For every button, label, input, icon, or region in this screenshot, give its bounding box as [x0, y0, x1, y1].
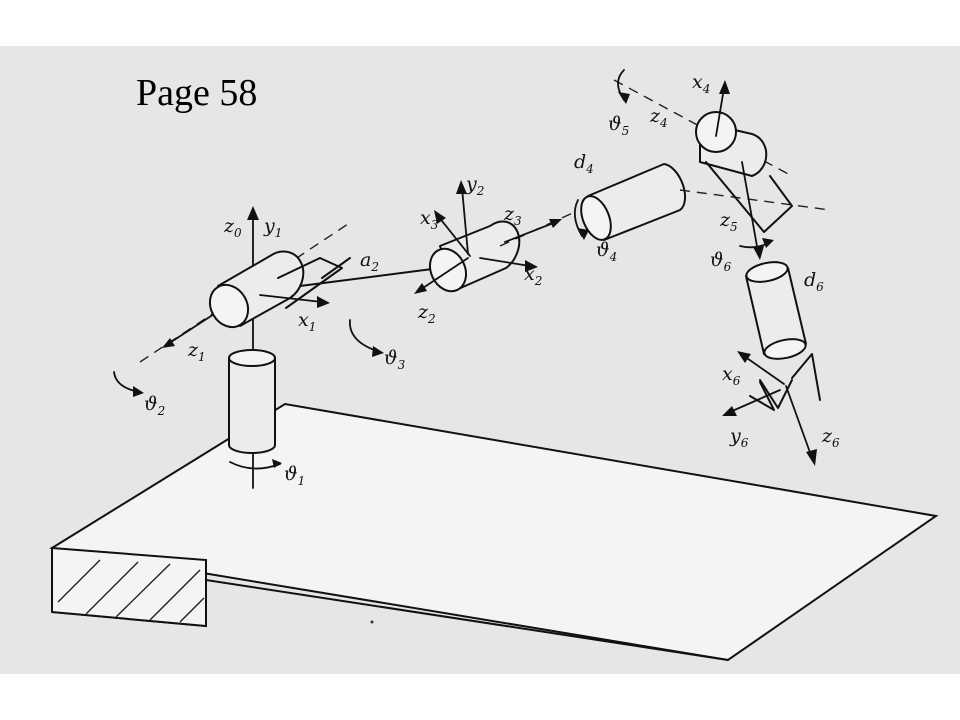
base-table	[49, 402, 939, 662]
label-x6: x6	[722, 363, 741, 388]
theta2-arrowhead	[133, 386, 144, 397]
label-z0: z0	[223, 215, 242, 240]
label-y2: y2	[465, 173, 484, 198]
wrist-bracket	[705, 161, 793, 233]
y2-arrowhead	[456, 180, 467, 194]
link-2-plate	[277, 257, 343, 309]
label-theta5: ϑ5	[608, 113, 629, 138]
d6-bottom-face	[763, 338, 807, 360]
label-y6: y6	[729, 425, 749, 450]
label-z3: z3	[503, 203, 522, 228]
x1-arrowhead	[317, 296, 330, 308]
x6-arrowhead	[737, 351, 751, 363]
theta3-rotation-arrow	[349, 319, 381, 353]
d6-top-face	[745, 261, 789, 283]
label-z1: z1	[187, 339, 206, 364]
x1-axis-line	[259, 294, 323, 303]
y6-arrowhead	[722, 406, 737, 416]
theta4-arrowhead	[577, 228, 589, 240]
z4-axis-dashed	[679, 189, 831, 211]
z3-axis-line	[504, 221, 557, 243]
link-a2	[299, 267, 441, 287]
joint-2-housing	[113, 223, 349, 397]
joint-1-column	[228, 206, 282, 489]
z5-arrowhead	[753, 246, 764, 260]
label-x1: x1	[298, 309, 316, 334]
column-top	[228, 349, 276, 367]
label-d4: d4	[574, 151, 594, 176]
joint-3-end-face	[429, 247, 467, 293]
z6-axis-line	[785, 385, 813, 459]
label-z5: z5	[719, 209, 738, 234]
x3-axis-line	[437, 215, 471, 257]
axis-labels: z0 y1 x1 z1 a2 x3 y2 z3 x2 z2 d4 x4 z4 z…	[187, 71, 840, 450]
page-label: Page 58	[136, 72, 258, 114]
label-theta3: ϑ3	[384, 347, 406, 372]
x3-arrowhead	[434, 210, 446, 224]
label-theta6: ϑ6	[710, 249, 732, 274]
z6-arrowhead	[806, 449, 817, 466]
forearm-d4	[573, 163, 831, 241]
joint-3-housing	[349, 180, 576, 357]
gripper-right-jaw	[791, 353, 821, 401]
scan-speck	[370, 620, 374, 624]
y2-axis-line	[461, 187, 469, 255]
x2-arrowhead	[525, 260, 538, 272]
theta3-arrowhead	[372, 346, 384, 357]
label-z4: z4	[649, 105, 668, 130]
label-y1: y1	[263, 215, 282, 240]
table-hatching	[57, 559, 205, 623]
x2-axis-line	[479, 257, 531, 267]
z2-arrowhead	[414, 283, 427, 294]
x4-axis-line	[715, 87, 725, 137]
label-d6: d6	[804, 269, 824, 294]
z5-axis-line	[741, 161, 759, 253]
forearm-end-face	[580, 195, 612, 241]
label-x4: x4	[692, 71, 710, 96]
z3-arrowhead	[549, 219, 562, 228]
forearm-cylinder	[587, 163, 687, 241]
column-cylinder	[228, 357, 276, 454]
z1-arrowhead	[162, 338, 175, 348]
label-theta1: ϑ1	[284, 463, 305, 488]
table-cross-section	[51, 546, 207, 628]
table-top	[49, 402, 939, 662]
theta6-arrowhead	[762, 238, 774, 248]
z0-arrowhead	[247, 206, 259, 220]
y6-axis-line	[729, 389, 781, 413]
x4-arrowhead	[719, 80, 730, 94]
angle-labels: ϑ1 ϑ2 ϑ3 ϑ4 ϑ5 ϑ6	[144, 113, 732, 488]
label-a2: a2	[360, 249, 379, 274]
z2-axis-line	[419, 257, 469, 291]
theta5-arrowhead	[618, 92, 630, 104]
x6-axis-line	[743, 355, 785, 385]
wrist-joint-5	[613, 69, 793, 260]
label-z2: z2	[417, 301, 436, 326]
table-front-lower-edge	[205, 579, 729, 661]
label-x2: x2	[524, 263, 542, 288]
gripper-left-jaw	[749, 381, 775, 411]
link-d6-gripper	[722, 261, 821, 466]
theta1-arrowhead	[272, 459, 282, 468]
label-x3: x3	[420, 207, 439, 232]
joint-2-end-face	[208, 283, 250, 329]
label-z6: z6	[821, 425, 840, 450]
label-theta2: ϑ2	[144, 393, 165, 418]
label-theta4: ϑ4	[596, 239, 617, 264]
link-a2-upper	[321, 257, 351, 279]
